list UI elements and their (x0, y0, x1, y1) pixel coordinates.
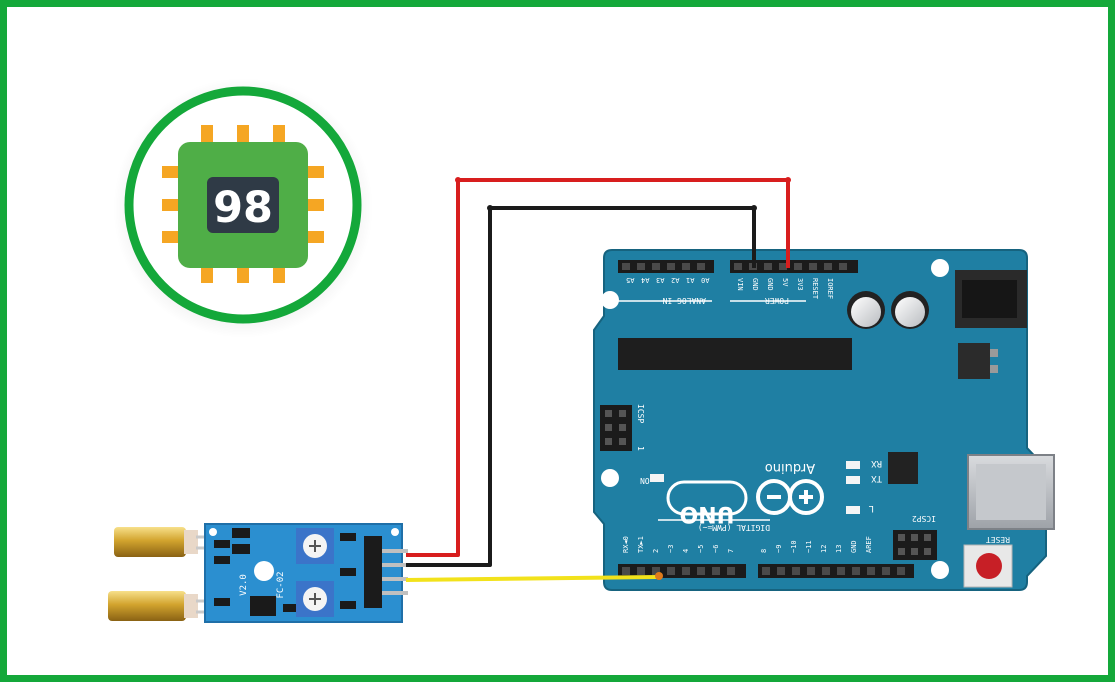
pin-label-reset: RESET (811, 278, 819, 300)
pin-label-d10: ~10 (790, 540, 798, 553)
l-label: L (869, 503, 874, 513)
digital-header-low (618, 564, 746, 578)
pin-label-gnd-digital: GND (850, 540, 858, 553)
wires (405, 177, 791, 582)
pin-label-d7: 7 (727, 549, 735, 553)
pin-label-a2: A2 (671, 276, 679, 284)
tilt-switch-top (114, 527, 216, 557)
icsp-label: ICSP (636, 404, 645, 423)
arduino-brand-label: Arduino (765, 460, 815, 475)
uno-label: UNO (680, 501, 735, 526)
board-outline (593, 249, 1047, 591)
pin-label-d8: 8 (760, 549, 768, 553)
chip-label-box (207, 177, 279, 233)
pin-label-d3: ~3 (667, 545, 675, 553)
capacitors (847, 291, 929, 329)
site-logo: 98 (113, 78, 373, 338)
rx-label: RX (871, 458, 882, 468)
pin-label-d1: TX►1 (637, 536, 645, 553)
pin-label-d2: 2 (652, 549, 660, 553)
pin-label-d9: ~9 (775, 545, 783, 553)
usb-interface-chip (888, 452, 918, 484)
rx-led (846, 461, 860, 469)
wire-signal-end (655, 572, 663, 580)
pin-label-d0: RX◄0 (622, 536, 630, 553)
pin-label-aref: AREF (865, 536, 873, 553)
pin-label-a3: A3 (656, 276, 664, 284)
pcb-smd-components (214, 528, 356, 616)
pin-label-a5: A5 (626, 276, 634, 284)
dc-power-jack (955, 270, 1027, 328)
atmega-chip (618, 338, 852, 370)
mounting-holes (601, 259, 949, 579)
pin-label-vin: VIN (736, 278, 744, 291)
pin-label-d11: ~11 (805, 540, 813, 553)
analog-in-header (618, 260, 714, 273)
icsp2-header (893, 530, 937, 560)
on-label: ON (640, 476, 650, 485)
digital-pin-labels: RX◄0 TX►1 2 ~3 4 ~5 ~6 7 8 ~9 ~10 ~11 12… (622, 536, 873, 553)
tilt-switch-bottom (108, 591, 214, 621)
icsp2-label: ICSP2 (912, 514, 936, 523)
pin-label-ioref: IOREF (826, 278, 834, 299)
sensor-version-label: V2.0 (239, 574, 249, 596)
reset-label: RESET (986, 535, 1010, 544)
pin-label-d5: ~5 (697, 545, 705, 553)
pin-label-gnd-1: GND (751, 278, 759, 291)
wire-signal-yellow (405, 575, 659, 582)
icsp-header (600, 405, 632, 451)
pin-label-d4: 4 (682, 549, 690, 553)
tilt-sensor-module: FC-02 V2.0 (108, 523, 408, 623)
sensor-model-label: FC-02 (276, 571, 286, 598)
pin-label-a1: A1 (686, 276, 694, 284)
usb-b-port (967, 454, 1055, 530)
pin-label-gnd-2: GND (766, 278, 774, 291)
icsp-pin1-label: 1 (636, 446, 645, 451)
pin-label-5v: 5V (781, 278, 789, 287)
pin-label-d12: 12 (820, 545, 828, 553)
chip-pins (162, 125, 324, 283)
digital-label: DIGITAL (PWM=~) (698, 523, 770, 532)
pcb-mounting-holes (209, 528, 399, 581)
arduino-uno-board: A5 A4 A3 A2 A1 A0 ANALOG IN VIN GND GND … (593, 249, 1055, 591)
arduino-logo: UNO Arduino (666, 460, 824, 526)
analog-pin-labels: A5 A4 A3 A2 A1 A0 (626, 276, 709, 284)
tx-label: TX (871, 473, 882, 483)
potentiometer-bottom (296, 581, 334, 617)
on-led (650, 474, 664, 482)
pin-label-a0: A0 (701, 276, 709, 284)
pin-label-d13: 13 (835, 545, 843, 553)
potentiometer-top (296, 528, 334, 564)
sensor-header (364, 536, 408, 608)
digital-header-high (758, 564, 914, 578)
pin-label-d6: ~6 (712, 545, 720, 553)
pin-label-a4: A4 (641, 276, 649, 284)
power-pin-labels: VIN GND GND 5V 3V3 RESET IOREF (736, 278, 834, 300)
pin-label-3v3: 3V3 (796, 278, 804, 291)
l-led (846, 506, 860, 514)
logo-number: 98 (213, 183, 273, 233)
voltage-regulator (958, 343, 998, 379)
power-header (730, 260, 858, 273)
reset-button (963, 544, 1013, 588)
tx-led (846, 476, 860, 484)
